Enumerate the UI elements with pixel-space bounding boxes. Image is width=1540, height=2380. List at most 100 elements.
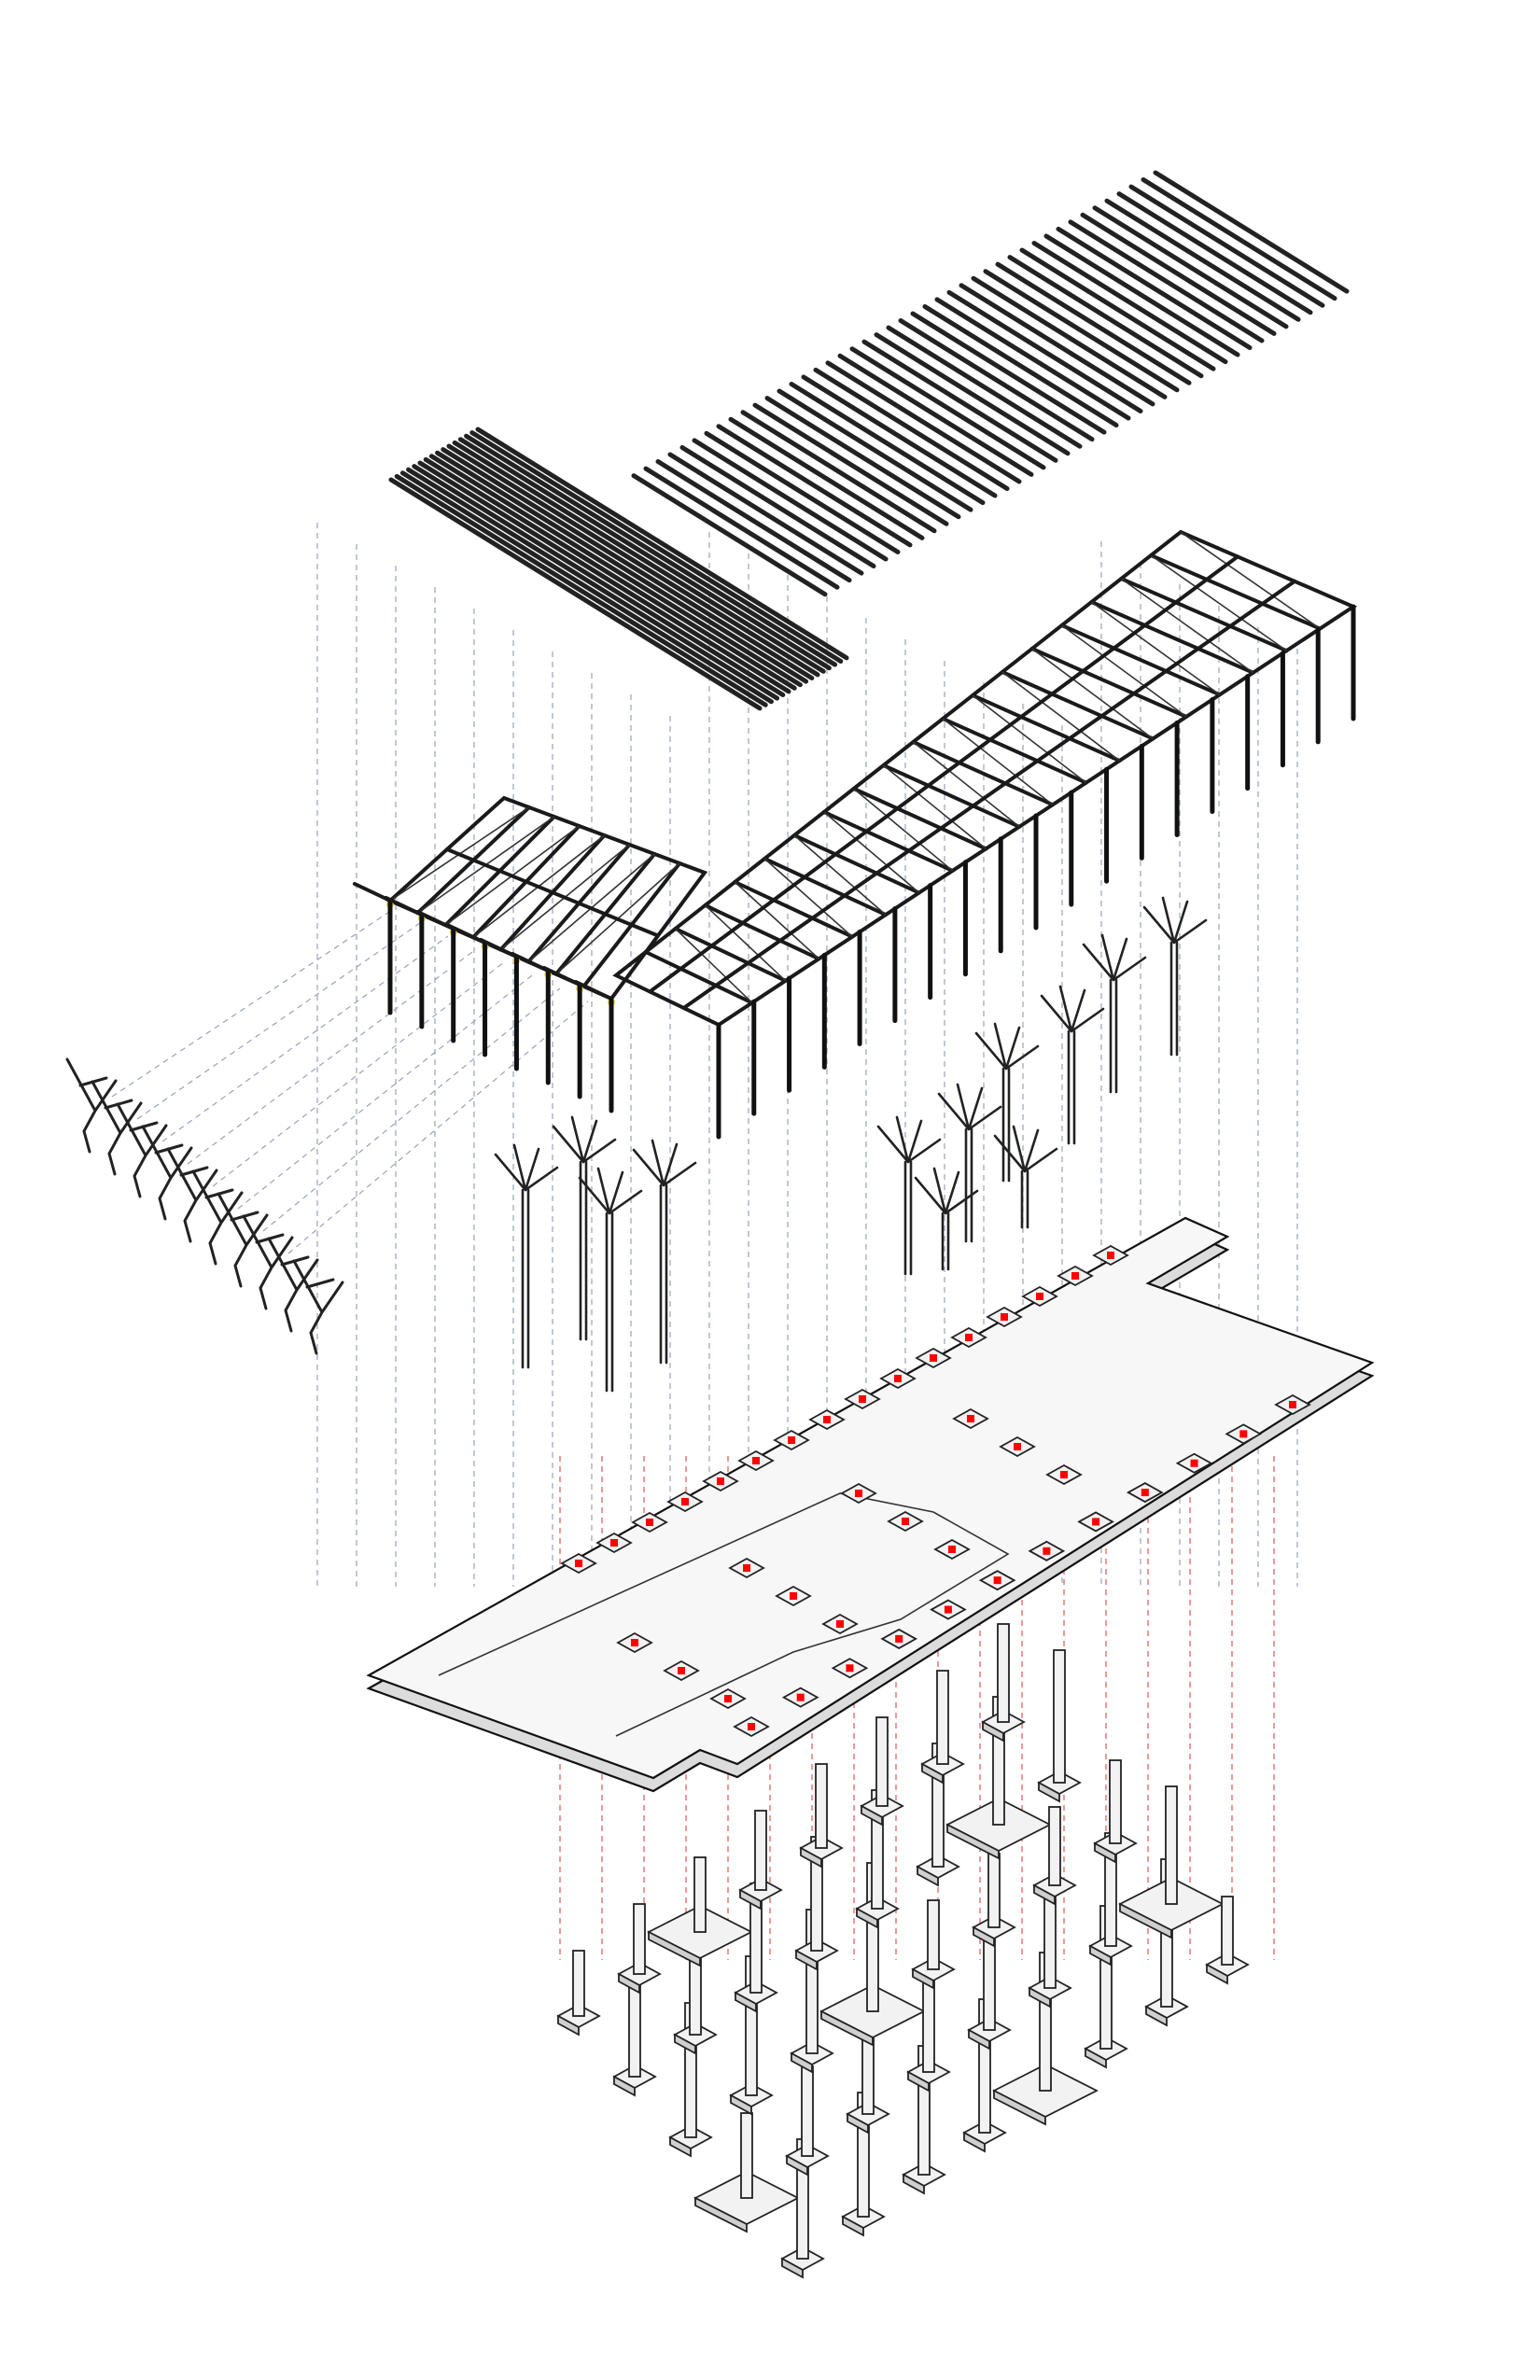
column-position-marker xyxy=(681,1498,689,1505)
pile-footing-side xyxy=(735,1991,757,2013)
pile-foundations-layer xyxy=(556,1623,1250,2279)
pile-footing-side xyxy=(856,1907,878,1929)
roof-cantilever xyxy=(415,910,455,931)
roof-slat-right xyxy=(898,318,1095,442)
pile-footing-side xyxy=(648,1930,701,1967)
roof-slat-left xyxy=(388,477,763,711)
pile-footing-side xyxy=(907,2070,930,2093)
roof-frame-right-rib xyxy=(673,927,788,983)
roof-slats-layer xyxy=(388,170,1350,711)
roof-slat-left xyxy=(423,456,797,691)
roof-slat-right xyxy=(655,459,852,583)
pile-footing-side xyxy=(674,2033,696,2055)
bracket-guide xyxy=(287,1001,589,1254)
column-position-marker xyxy=(796,1693,805,1701)
bracket-guide xyxy=(111,909,393,1098)
column-position-marker xyxy=(967,1415,974,1422)
roof-slat-left xyxy=(469,430,844,664)
roof-frame-right-beam xyxy=(648,554,1240,994)
roof-slat-right xyxy=(764,396,961,520)
column-position-marker xyxy=(1092,1518,1100,1526)
column-position-marker xyxy=(1141,1489,1149,1497)
column-position-marker xyxy=(1036,1293,1043,1300)
column-position-marker xyxy=(575,1560,582,1567)
roof-slat-left xyxy=(452,440,826,674)
roof-slat-left xyxy=(428,454,803,688)
column-position-marker xyxy=(1239,1430,1248,1438)
pile-footing-side xyxy=(993,2089,1046,2126)
bracket-unit xyxy=(242,1214,294,1310)
pile-footing-side xyxy=(921,1762,944,1785)
column-position-marker xyxy=(895,1634,903,1643)
roof-frame-right-rib xyxy=(941,717,1088,785)
tree-column-branches xyxy=(876,1115,942,1164)
floor-slab-inner-wall xyxy=(438,1492,1010,1737)
column-position-marker xyxy=(930,1354,937,1362)
column-position-marker xyxy=(748,1723,755,1730)
roof-frame-right-rib xyxy=(643,950,754,1005)
column-position-marker xyxy=(752,1457,760,1464)
pile-shaft xyxy=(987,1853,1001,1928)
roof-slat-right xyxy=(995,261,1192,385)
column-position-marker xyxy=(944,1605,952,1614)
bracket-guide xyxy=(136,922,421,1120)
bracket-unit xyxy=(116,1102,168,1198)
column-position-marker xyxy=(1107,1252,1114,1259)
bracket-unit xyxy=(217,1192,269,1288)
roof-frame-right-diagonal xyxy=(1031,648,1154,740)
roof-slat-right xyxy=(801,374,998,498)
roof-frame-right-rib xyxy=(971,693,1122,763)
tree-column-branches xyxy=(974,1022,1040,1071)
pile-footing-side xyxy=(618,1972,640,1995)
roof-slat-right xyxy=(1019,247,1216,371)
roof-slat-right xyxy=(874,332,1071,456)
roof-frame-right-diagonal xyxy=(793,834,887,916)
roof-cantilever xyxy=(542,966,582,987)
roof-slat-left xyxy=(412,464,786,697)
tree-column-branches xyxy=(1142,896,1208,945)
bracket-unit xyxy=(166,1147,218,1243)
column-position-marker xyxy=(631,1639,638,1646)
bracket-guide xyxy=(262,987,561,1232)
bracket-unit xyxy=(141,1125,193,1221)
pile-footing-side xyxy=(1029,1986,1051,2009)
roof-slat-right xyxy=(643,466,840,590)
roof-slat-right xyxy=(728,416,925,540)
pile-shaft xyxy=(740,2112,753,2199)
pile-shaft xyxy=(1221,1896,1234,1966)
roof-frame-right-beam xyxy=(681,579,1297,1010)
pile-footing-side xyxy=(1145,2005,1168,2027)
roof-frame-right-diagonal xyxy=(1180,531,1321,630)
roof-slat-left xyxy=(399,470,774,705)
bracket-unit xyxy=(191,1169,244,1266)
column-position-marker xyxy=(823,1416,831,1423)
roof-slat-left xyxy=(457,437,832,671)
pile-footing-side xyxy=(739,1888,762,1911)
roof-frame-right-diagonal xyxy=(734,881,819,959)
pile-shaft xyxy=(633,1903,646,1975)
tree-column-branches xyxy=(993,1125,1058,1173)
column-position-marker xyxy=(1043,1547,1051,1555)
pile-footing-side xyxy=(786,2154,808,2177)
pile-footing-side xyxy=(917,1865,939,1887)
roof-slat-right xyxy=(934,297,1131,421)
column-position-marker xyxy=(1014,1443,1021,1450)
roof-slat-left xyxy=(435,450,809,684)
column-position-marker xyxy=(1190,1459,1198,1467)
roof-frame-right-diagonal xyxy=(823,811,920,894)
column-position-marker xyxy=(846,1664,854,1673)
roof-frame-right-rib xyxy=(1119,577,1289,653)
roof-slat-left xyxy=(446,443,820,678)
column-position-marker xyxy=(678,1667,685,1674)
pile-footing-side xyxy=(1206,1963,1228,1985)
pile-footing-side xyxy=(820,2009,874,2047)
roof-frame-right-rib xyxy=(763,857,888,917)
roof-slat-right xyxy=(959,283,1155,407)
pile-footing-side xyxy=(795,1949,818,1971)
roof-cantilever xyxy=(447,924,487,945)
roof-slat-right xyxy=(1068,219,1265,343)
roof-slat-right xyxy=(849,346,1046,470)
roof-slat-right xyxy=(777,388,973,512)
roof-slat-right xyxy=(825,360,1022,484)
